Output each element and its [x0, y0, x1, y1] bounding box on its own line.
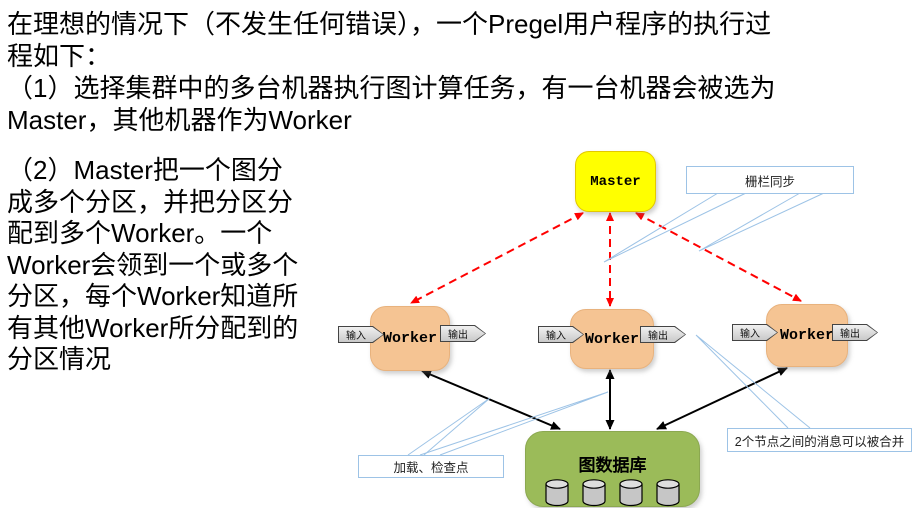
input-tag-label: 输入 — [346, 331, 366, 342]
output-tag-label: 输出 — [448, 330, 468, 341]
text-line: Master，其他机器作为Worker — [7, 105, 352, 135]
input-tag: 输入 — [338, 326, 384, 343]
database-label: 图数据库 — [578, 456, 647, 475]
text-line: 有其他Worker所分配到的 — [7, 312, 299, 343]
input-tag-label: 输入 — [740, 329, 760, 340]
text-line: （2）Master把一个图分 — [7, 155, 283, 185]
master-node: Master — [575, 151, 656, 212]
graph-database-node: 图数据库 — [525, 431, 700, 507]
text-line: 分区，每个Worker知道所 — [7, 281, 299, 311]
database-worker-arrows — [421, 367, 788, 430]
text-line: 在理想的情况下（不发生任何错误），一个Pregel用户程序的执行过 — [7, 9, 772, 39]
callout-label: 2个节点之间的消息可以被合并 — [734, 434, 905, 449]
text-line: Worker会领到一个或多个 — [7, 249, 299, 280]
input-tag: 输入 — [732, 324, 778, 341]
step2-text: （2）Master把一个图分 成多个分区，并把分区分 配到多个Worker。一个… — [7, 155, 298, 376]
worker-2-node: Worker — [570, 309, 654, 369]
input-tag: 输入 — [538, 326, 584, 343]
output-tag-label: 输出 — [648, 331, 668, 342]
merge-messages-callout: 2个节点之间的消息可以被合并 — [727, 428, 912, 452]
database-cylinders — [526, 479, 699, 507]
database-cylinder-icon — [656, 479, 680, 507]
text-line: 分区情况 — [7, 344, 112, 374]
text-line: （1）选择集群中的多台机器执行图计算任务，有一台机器会被选为 — [7, 73, 776, 103]
output-tag-label: 输出 — [840, 329, 860, 340]
text-line: 成多个分区，并把分区分 — [7, 186, 294, 217]
load-checkpoint-callout: 加载、检查点 — [358, 455, 504, 478]
barrier-sync-callout: 栅栏同步 — [686, 166, 854, 194]
input-tag-label: 输入 — [546, 331, 566, 342]
callout-label: 加载、检查点 — [393, 461, 469, 475]
worker-label: Worker — [779, 327, 834, 344]
master-worker-arrows — [410, 212, 802, 307]
callout-label: 栅栏同步 — [744, 174, 795, 189]
master-label: Master — [590, 173, 641, 190]
database-cylinder-icon — [545, 479, 569, 507]
database-cylinder-icon — [582, 479, 606, 507]
output-tag: 输出 — [832, 324, 878, 341]
output-tag: 输出 — [440, 325, 486, 342]
worker-label: Worker — [584, 330, 639, 348]
intro-text: 在理想的情况下（不发生任何错误），一个Pregel用户程序的执行过 程如下： （… — [7, 8, 775, 136]
worker-label: Worker — [382, 330, 437, 347]
text-line: 程如下： — [7, 41, 112, 71]
database-cylinder-icon — [619, 479, 643, 507]
worker-1-node: Worker — [370, 306, 450, 371]
output-tag: 输出 — [640, 326, 686, 343]
text-line: 配到多个Worker。一个 — [7, 218, 273, 248]
